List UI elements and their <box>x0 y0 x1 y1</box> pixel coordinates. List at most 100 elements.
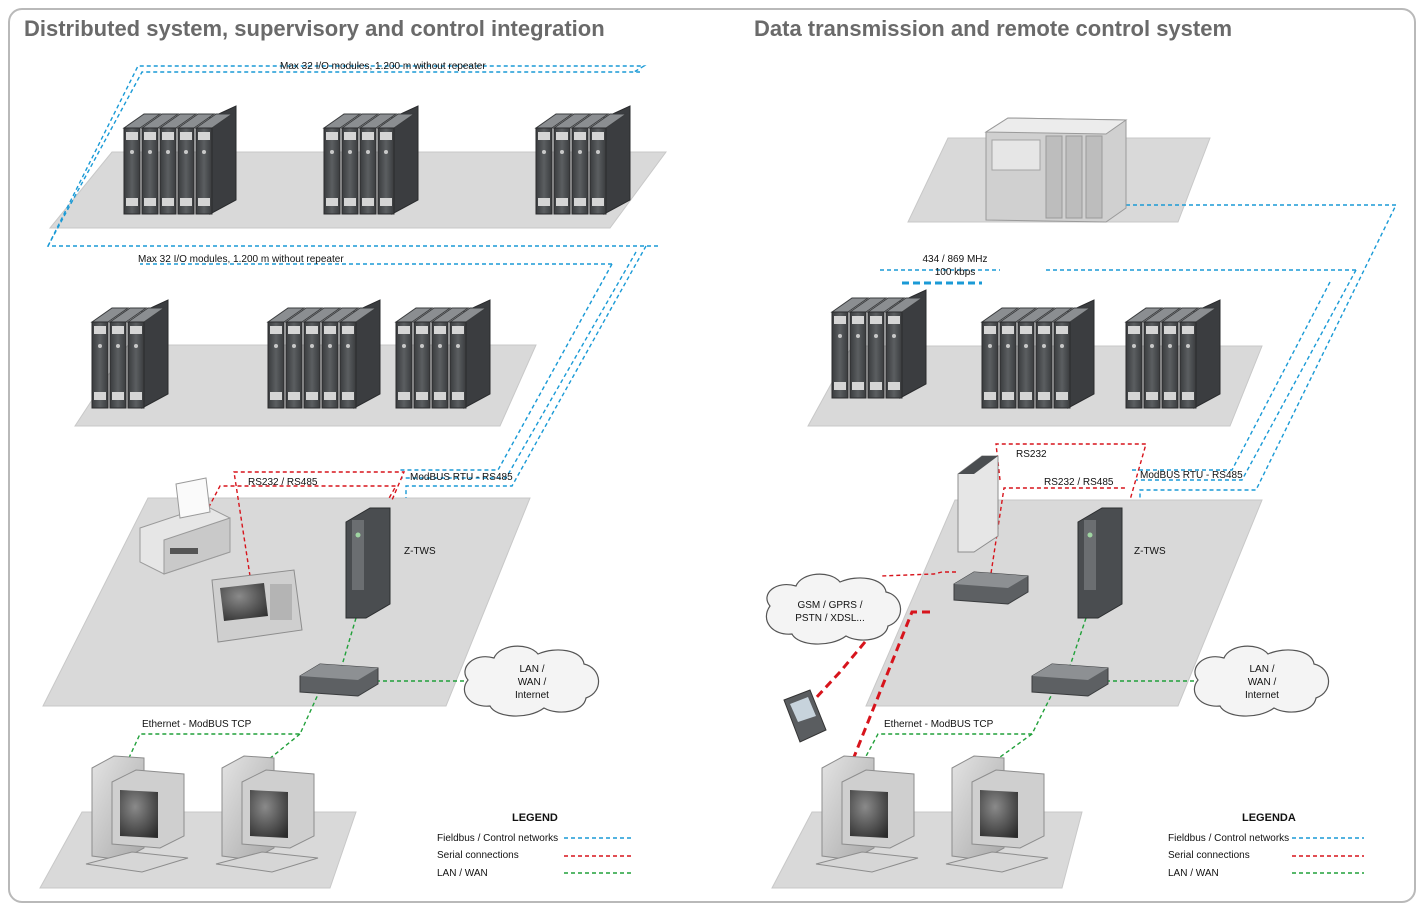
io-module <box>338 307 378 409</box>
io-module-group <box>980 299 1095 409</box>
left-ztws-gateway <box>345 507 391 619</box>
gsm-cloud-line-2: PSTN / XDSL... <box>795 613 864 624</box>
io-module <box>570 113 610 215</box>
handheld-device <box>783 689 827 743</box>
right-serial-rs485 <box>989 487 1126 581</box>
right-lan-gateway <box>1067 617 1087 673</box>
io-module <box>140 113 180 215</box>
left-serial-2 <box>201 485 398 521</box>
left-modbus-label: ModBUS RTU - RS485 <box>410 472 513 483</box>
right-serial-gsm <box>879 571 956 577</box>
right-legend: LEGENDA Fieldbus / Control networks Seri… <box>1168 812 1364 879</box>
io-module <box>394 307 434 409</box>
left-serial-1 <box>233 471 406 577</box>
io-module <box>320 307 360 409</box>
left-serial-label: RS232 / RS485 <box>248 477 318 488</box>
io-module <box>1034 307 1074 409</box>
left-fieldbus-mid-2 <box>402 251 637 479</box>
left-gateway-label: Z-TWS <box>404 546 436 557</box>
left-bus-label-top: Max 32 I/O modules, 1.200 m without repe… <box>280 61 486 72</box>
io-module <box>90 307 130 409</box>
io-module <box>158 113 198 215</box>
right-fieldbus-4 <box>1132 281 1331 471</box>
io-module <box>534 113 574 215</box>
left-lan-pc2 <box>267 733 301 761</box>
io-module <box>866 297 906 399</box>
io-module <box>108 307 148 409</box>
left-lan-pc1 <box>127 689 321 761</box>
right-radio-label-1: 434 / 869 MHz <box>922 254 987 265</box>
io-module <box>1178 307 1218 409</box>
io-module <box>1016 307 1056 409</box>
io-module-group <box>1124 299 1221 409</box>
right-legend-item-fieldbus: Fieldbus / Control networks <box>1168 833 1289 844</box>
operator-panel <box>211 569 303 643</box>
io-module-group <box>90 299 169 409</box>
right-gateway-label: Z-TWS <box>1134 546 1166 557</box>
right-legend-item-serial: Serial connections <box>1168 850 1250 861</box>
gsm-cloud <box>765 573 902 645</box>
right-legend-heading: LEGENDA <box>1242 812 1296 824</box>
left-fieldbus-top <box>46 71 658 247</box>
right-cloud-line-1: LAN / <box>1249 664 1274 675</box>
printer <box>139 477 231 575</box>
io-module <box>980 307 1020 409</box>
io-module-group <box>266 299 381 409</box>
left-legend: LEGEND Fieldbus / Control networks Seria… <box>437 812 634 879</box>
io-module <box>884 297 924 399</box>
left-cloud-line-3: Internet <box>515 690 549 701</box>
io-module <box>176 113 216 215</box>
right-router <box>953 571 1029 605</box>
gsm-cloud-line-1: GSM / GPRS / <box>797 600 862 611</box>
io-module <box>340 113 380 215</box>
plc-rack <box>984 117 1128 223</box>
right-ethernet-label: Ethernet - ModBUS TCP <box>884 719 994 730</box>
io-module <box>126 307 166 409</box>
io-module <box>552 113 592 215</box>
right-cloud-line-3: Internet <box>1245 690 1279 701</box>
left-legend-heading: LEGEND <box>512 812 558 824</box>
right-modbus-label: ModBUS RTU - RS485 <box>1140 470 1243 481</box>
io-module <box>588 113 628 215</box>
left-cloud-line-1: LAN / <box>519 664 544 675</box>
left-cloud-line-2: WAN / <box>518 677 547 688</box>
left-fieldbus-top-outer <box>47 65 647 247</box>
io-module <box>412 307 452 409</box>
right-diagram-title: Data transmission and remote control sys… <box>754 16 1233 41</box>
workstations <box>85 755 1049 873</box>
io-module <box>448 307 488 409</box>
right-cloud-line-2: WAN / <box>1248 677 1277 688</box>
io-module <box>358 113 398 215</box>
io-module <box>122 113 162 215</box>
left-fieldbus-mid-3 <box>398 263 613 471</box>
right-legend-item-lan: LAN / WAN <box>1168 868 1219 879</box>
io-module <box>848 297 888 399</box>
workstation <box>815 755 919 873</box>
right-lan-cloud <box>1193 645 1330 717</box>
io-module <box>1142 307 1182 409</box>
io-module <box>1124 307 1164 409</box>
workstation <box>85 755 189 873</box>
left-legend-item-lan: LAN / WAN <box>437 868 488 879</box>
workstation <box>215 755 319 873</box>
right-serial-label: RS232 / RS485 <box>1044 477 1114 488</box>
right-lan-pc1 <box>863 689 1055 761</box>
left-fieldbus-mid <box>405 245 647 498</box>
io-module-group <box>830 289 927 399</box>
io-module <box>322 113 362 215</box>
io-module <box>284 307 324 409</box>
io-module-group <box>394 299 491 409</box>
io-module-group <box>122 105 237 215</box>
workstation <box>945 755 1049 873</box>
io-module <box>1160 307 1200 409</box>
left-legend-item-fieldbus: Fieldbus / Control networks <box>437 833 558 844</box>
io-module <box>430 307 470 409</box>
io-module-group <box>322 105 419 215</box>
left-lan-cloud <box>463 645 600 717</box>
left-network-switch <box>299 663 379 697</box>
io-module <box>830 297 870 399</box>
left-ethernet-label: Ethernet - ModBUS TCP <box>142 719 252 730</box>
right-ztws-gateway <box>1077 507 1123 619</box>
right-radio-label-2: 100 kbps <box>935 267 976 278</box>
